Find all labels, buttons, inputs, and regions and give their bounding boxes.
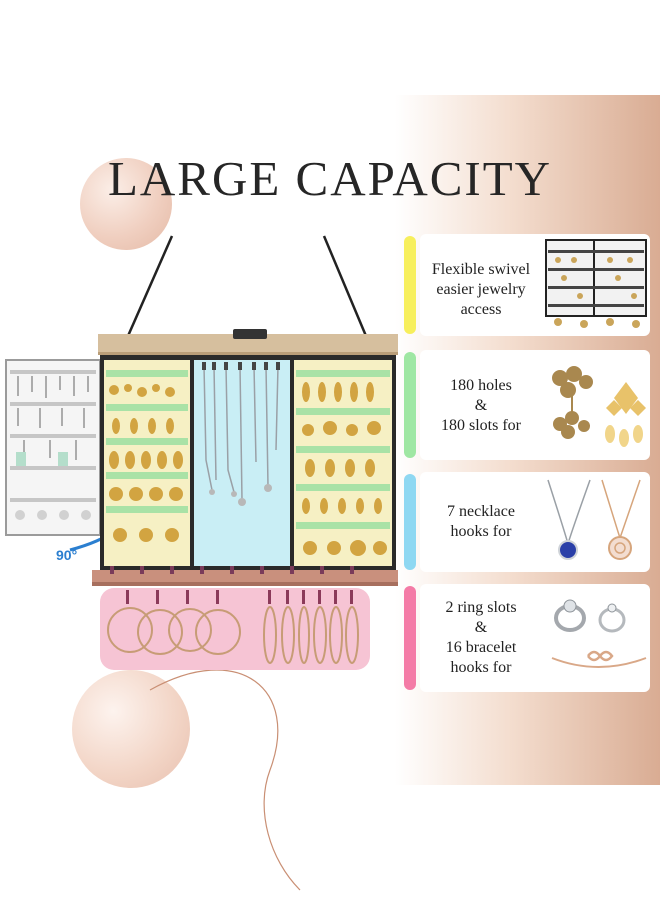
feature-bar-swivel <box>404 236 416 334</box>
earrings-icon <box>552 366 646 447</box>
swivel-panel <box>5 359 101 536</box>
feature-text-rings: 2 ring slots & 16 bracelet hooks for <box>445 599 517 676</box>
feature-bar-necklace <box>404 474 416 570</box>
feature-text-necklace: 7 necklace hooks for <box>447 503 515 540</box>
decorative-circle-bottom <box>72 670 190 788</box>
necklace-icon <box>547 479 641 560</box>
feature-text-swivel: Flexible swivel easier jewelry access <box>431 261 531 318</box>
feature-card-rings <box>420 584 650 692</box>
decorative-circle-top <box>80 158 172 250</box>
feature-bar-rings <box>404 586 416 690</box>
page-title: LARGE CAPACITY <box>107 151 553 206</box>
jewelry-organizer-illustration: 90° <box>5 235 398 670</box>
jewelry-stand-icon <box>545 239 647 328</box>
feature-bar-holes <box>404 352 416 458</box>
rings-bracelet-icon <box>551 599 647 668</box>
feature-text-holes: 180 holes & 180 slots for <box>441 377 521 434</box>
rotation-label: 90° <box>56 547 77 563</box>
